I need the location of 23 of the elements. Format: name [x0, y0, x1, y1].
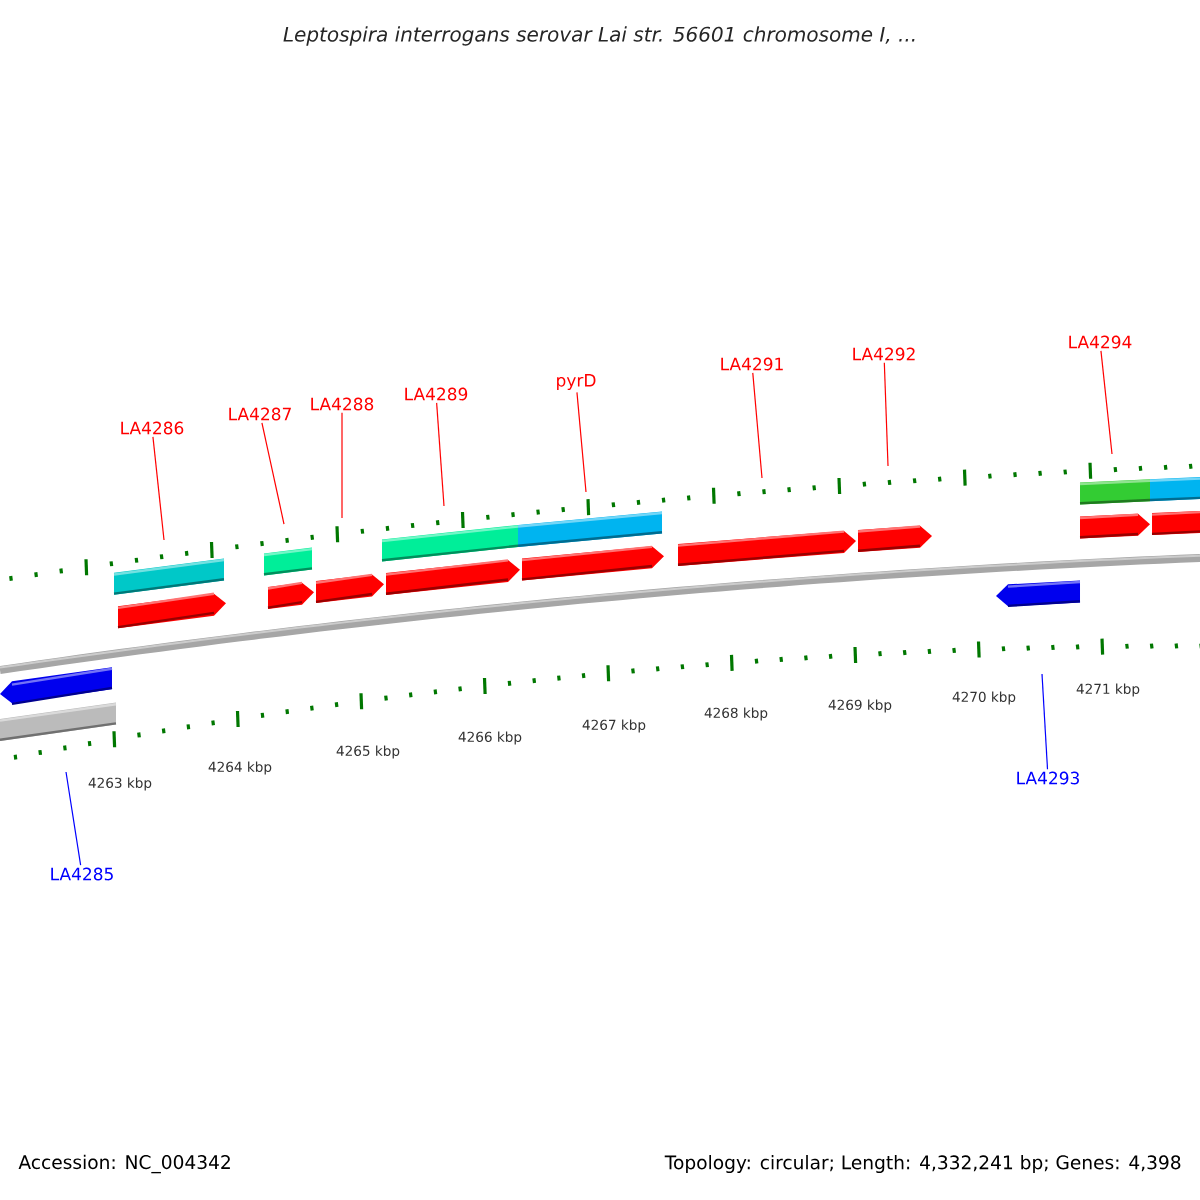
gene-label: LA4288	[311, 397, 374, 411]
leader-line	[436, 402, 445, 507]
leader-line	[65, 771, 82, 866]
footer-text: Accession: NC_004342	[18, 1154, 230, 1174]
gene-label: LA4293	[1017, 771, 1079, 785]
gene-label: LA4292	[853, 347, 915, 361]
leader-line	[341, 412, 343, 519]
gene-label: LA4285	[51, 867, 113, 881]
gene-label: LA4287	[229, 407, 291, 421]
leader-line	[1100, 350, 1113, 455]
leader-line	[883, 362, 889, 467]
leader-line	[261, 422, 285, 525]
gene-label: LA4289	[405, 387, 468, 401]
gene-label: pyrD	[557, 374, 596, 390]
leader-line	[152, 436, 165, 541]
gene-label: LA4294	[1069, 335, 1132, 349]
leader-line	[1041, 673, 1049, 770]
gene-label: LA4286	[121, 421, 184, 435]
footer-text: Topology: circular; Length: 4,332,241 bp; Genes: 4,398	[664, 1155, 1181, 1173]
title: Leptospira interrogans serovar Lai str. 56601 chromosome I, ...	[283, 26, 915, 46]
gene-label: LA4291	[721, 357, 783, 371]
leader-line	[752, 372, 763, 479]
leader-line	[576, 391, 587, 493]
